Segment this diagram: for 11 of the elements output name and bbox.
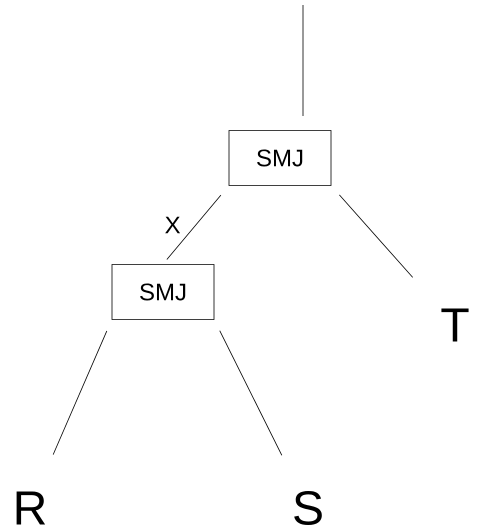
relation-label: R: [16, 491, 46, 524]
connector-line: [338, 194, 414, 278]
operator-box: SMJ: [228, 130, 332, 186]
connector-line: [302, 4, 304, 116]
connector-line: [219, 330, 282, 456]
operator-box: SMJ: [112, 264, 214, 320]
connector-line: [52, 330, 108, 455]
relation-label: T: [441, 308, 469, 342]
edge-label: X: [165, 216, 180, 234]
connector-line: [166, 194, 222, 260]
relation-label: S: [294, 491, 322, 525]
